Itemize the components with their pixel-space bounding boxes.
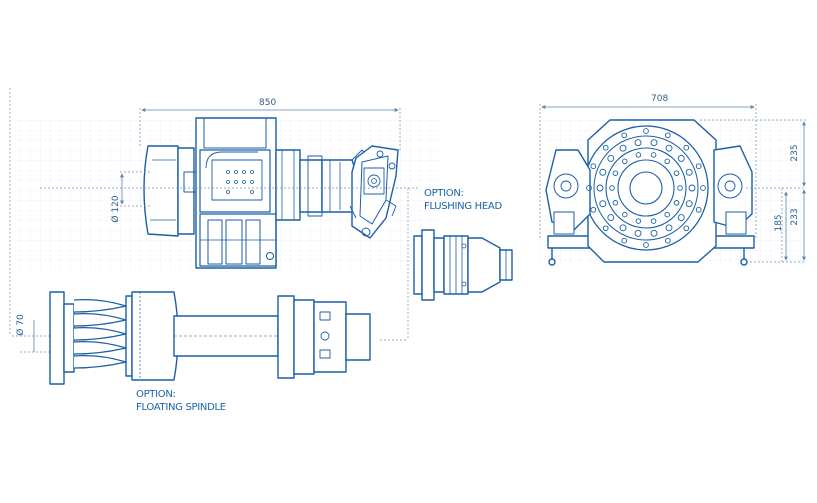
bolt-hole <box>683 144 690 151</box>
bolt-hole <box>683 225 690 232</box>
bolt-hole <box>602 225 609 232</box>
bolt-hole <box>619 144 627 152</box>
flushing-head-title: FLUSHING HEAD <box>424 201 502 212</box>
bolt-hole <box>650 139 658 147</box>
bolt-hole <box>621 237 628 244</box>
floating-spindle-title: FLOATING SPINDLE <box>136 402 226 413</box>
bolt-hole <box>599 168 607 176</box>
bolt-hole <box>665 224 673 232</box>
bolt-hole <box>643 242 649 248</box>
bolt-hole <box>673 200 680 206</box>
bolt-hole <box>685 168 693 176</box>
dim-185-label: 185 <box>774 214 784 232</box>
bolt-hole <box>607 214 615 222</box>
flushing-head <box>413 229 513 301</box>
bolt-hole <box>602 144 609 151</box>
bolt-hole <box>590 163 597 170</box>
bolt-hole <box>664 211 670 218</box>
bolt-hole <box>677 185 683 191</box>
bolt-hole <box>643 128 649 134</box>
bolt-hole <box>685 200 693 208</box>
bolt-hole <box>700 185 706 191</box>
bolt-hole <box>586 185 592 191</box>
bolt-hole <box>607 154 615 162</box>
bolt-hole <box>650 152 657 158</box>
bolt-hole <box>695 206 702 213</box>
bolt-hole <box>619 224 627 232</box>
bolt-hole <box>635 152 642 158</box>
bolt-hole <box>664 158 670 165</box>
bolt-hole <box>622 211 628 218</box>
bolt-hole <box>612 170 619 176</box>
front-view <box>545 119 755 266</box>
side-dimension-lines <box>9 88 439 353</box>
dim-233-label: 233 <box>790 208 800 226</box>
bolt-hole <box>635 218 642 224</box>
bolt-hole <box>677 214 685 222</box>
bolt-circle <box>586 128 706 248</box>
bolt-hole <box>634 229 642 237</box>
bolt-hole <box>599 200 607 208</box>
bolt-hole <box>665 144 673 152</box>
bolt-hole <box>621 132 628 139</box>
dim-850-label: 850 <box>259 98 277 108</box>
front-dimension-lines <box>539 104 806 263</box>
bolt-hole <box>634 139 642 147</box>
bolt-hole <box>622 158 628 165</box>
bolt-hole <box>596 184 604 192</box>
dim-70-label: Ø 70 <box>16 314 26 336</box>
bolt-hole <box>609 185 615 191</box>
dim-708-label: 708 <box>651 94 669 104</box>
bolt-hole <box>650 229 658 237</box>
bolt-hole <box>673 170 680 176</box>
flushing-head-option-label: OPTION: <box>424 188 464 199</box>
bolt-hole <box>677 154 685 162</box>
bolt-hole <box>612 200 619 206</box>
floating-spindle <box>49 291 371 385</box>
bolt-hole <box>695 163 702 170</box>
floating-spindle-option-label: OPTION: <box>136 389 176 400</box>
dim-120-label: Ø 120 <box>111 195 121 223</box>
bolt-hole <box>664 132 671 139</box>
side-view <box>143 117 399 269</box>
bolt-hole <box>590 206 597 213</box>
dim-235-label: 235 <box>790 144 800 162</box>
bolt-hole <box>650 218 657 224</box>
bolt-hole <box>664 237 671 244</box>
bolt-hole <box>688 184 696 192</box>
